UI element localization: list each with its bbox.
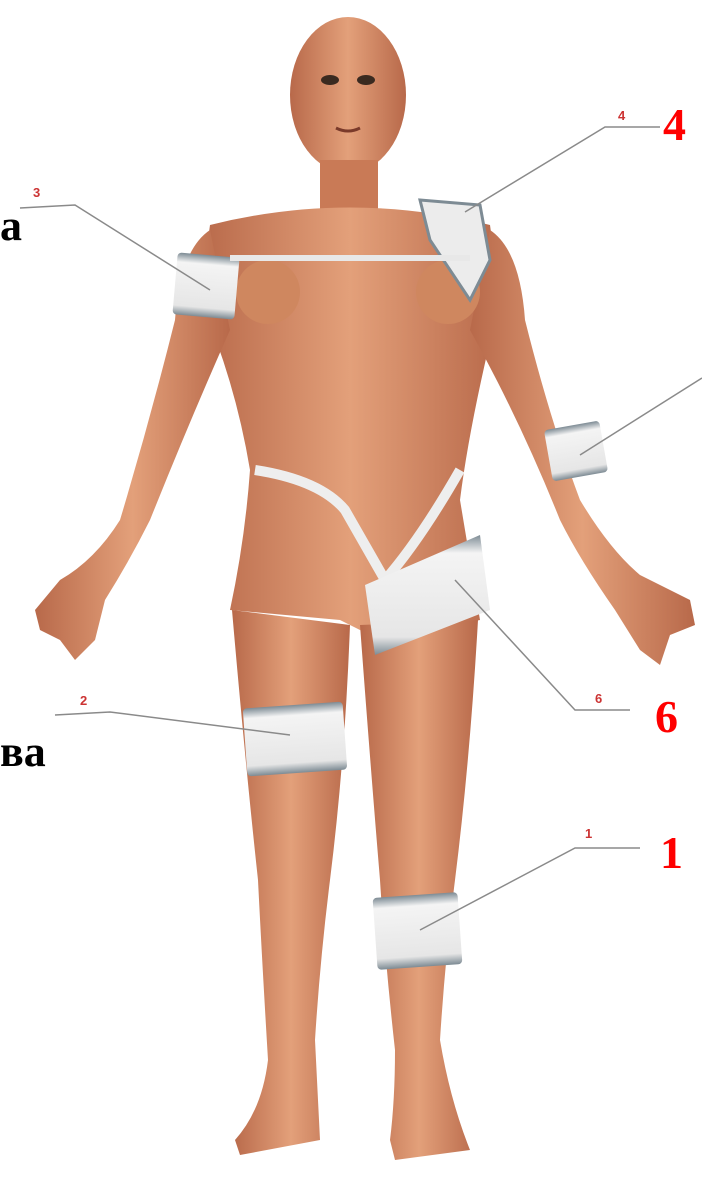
bandage-2 bbox=[243, 702, 347, 777]
small-label-4: 4 bbox=[618, 108, 626, 123]
right-leg bbox=[360, 620, 478, 1160]
head bbox=[290, 17, 406, 173]
left-fragment-top: a bbox=[0, 204, 22, 248]
leader-4 bbox=[465, 127, 660, 212]
small-label-2: 2 bbox=[80, 693, 87, 708]
bandage-3 bbox=[172, 252, 239, 319]
bandage-5 bbox=[544, 421, 608, 482]
eye-right bbox=[357, 75, 375, 85]
neck bbox=[320, 160, 378, 210]
bandage-1 bbox=[373, 892, 463, 970]
breast-left bbox=[236, 260, 300, 324]
leader-5 bbox=[580, 378, 702, 455]
left-leg bbox=[232, 610, 350, 1155]
small-label-6: 6 bbox=[595, 691, 602, 706]
eye-left bbox=[321, 75, 339, 85]
small-label-1: 1 bbox=[585, 826, 592, 841]
callout-1: 1 bbox=[660, 830, 683, 876]
small-label-3: 3 bbox=[33, 185, 40, 200]
callout-4: 4 bbox=[663, 102, 686, 148]
human-body bbox=[35, 17, 695, 1160]
callout-6: 6 bbox=[655, 694, 678, 740]
left-fragment-bottom: ва bbox=[0, 730, 46, 774]
